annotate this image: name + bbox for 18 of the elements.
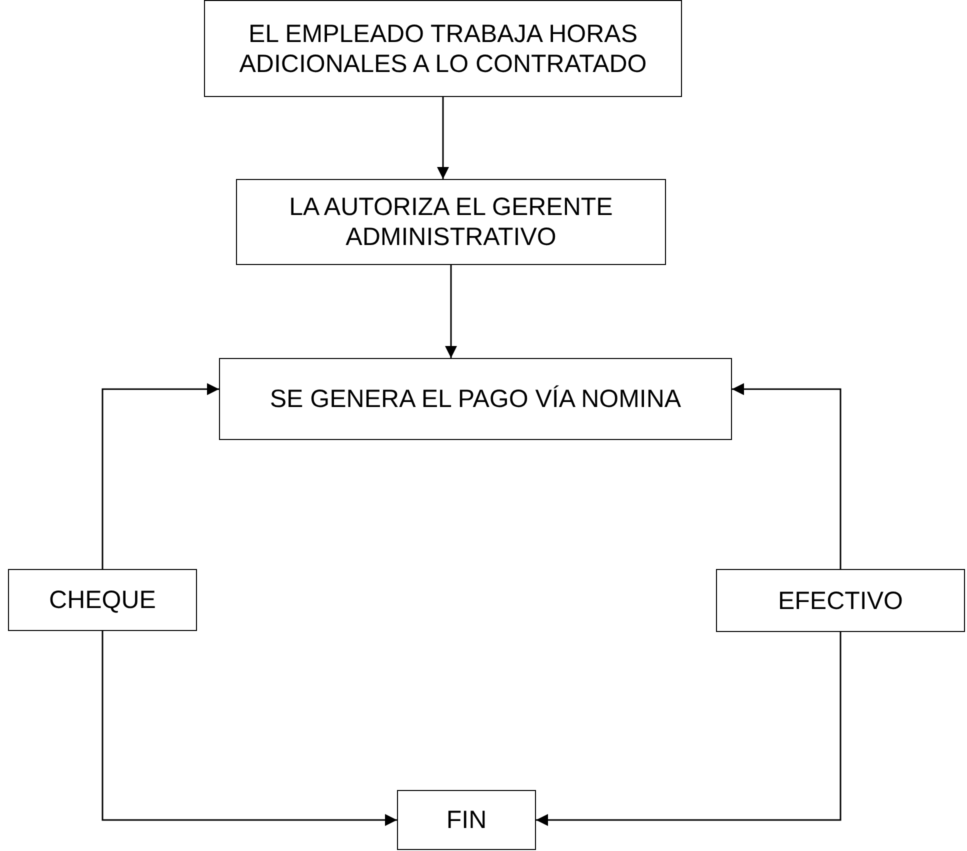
arrow xyxy=(445,265,457,358)
process-box xyxy=(236,179,666,265)
arrow xyxy=(102,383,219,569)
process-box xyxy=(716,569,965,632)
process-box xyxy=(204,0,682,97)
process-box xyxy=(219,358,732,440)
arrow xyxy=(732,383,842,569)
arrow xyxy=(102,631,397,826)
box-label: EL EMPLEADO TRABAJA HORAS ADICIONALES A LO CONTRATADO xyxy=(238,18,648,78)
box-label: LA AUTORIZA EL GERENTE ADMINISTRATIVO xyxy=(288,192,614,252)
box-label: SE GENERA EL PAGO VÍA NOMINA xyxy=(270,384,682,414)
arrow xyxy=(437,97,449,179)
box-label: FIN xyxy=(446,805,487,835)
box-label: CHEQUE xyxy=(49,585,156,615)
process-box xyxy=(8,569,197,631)
box-label: EFECTIVO xyxy=(778,586,903,616)
arrow xyxy=(536,632,842,826)
process-box xyxy=(397,790,536,850)
